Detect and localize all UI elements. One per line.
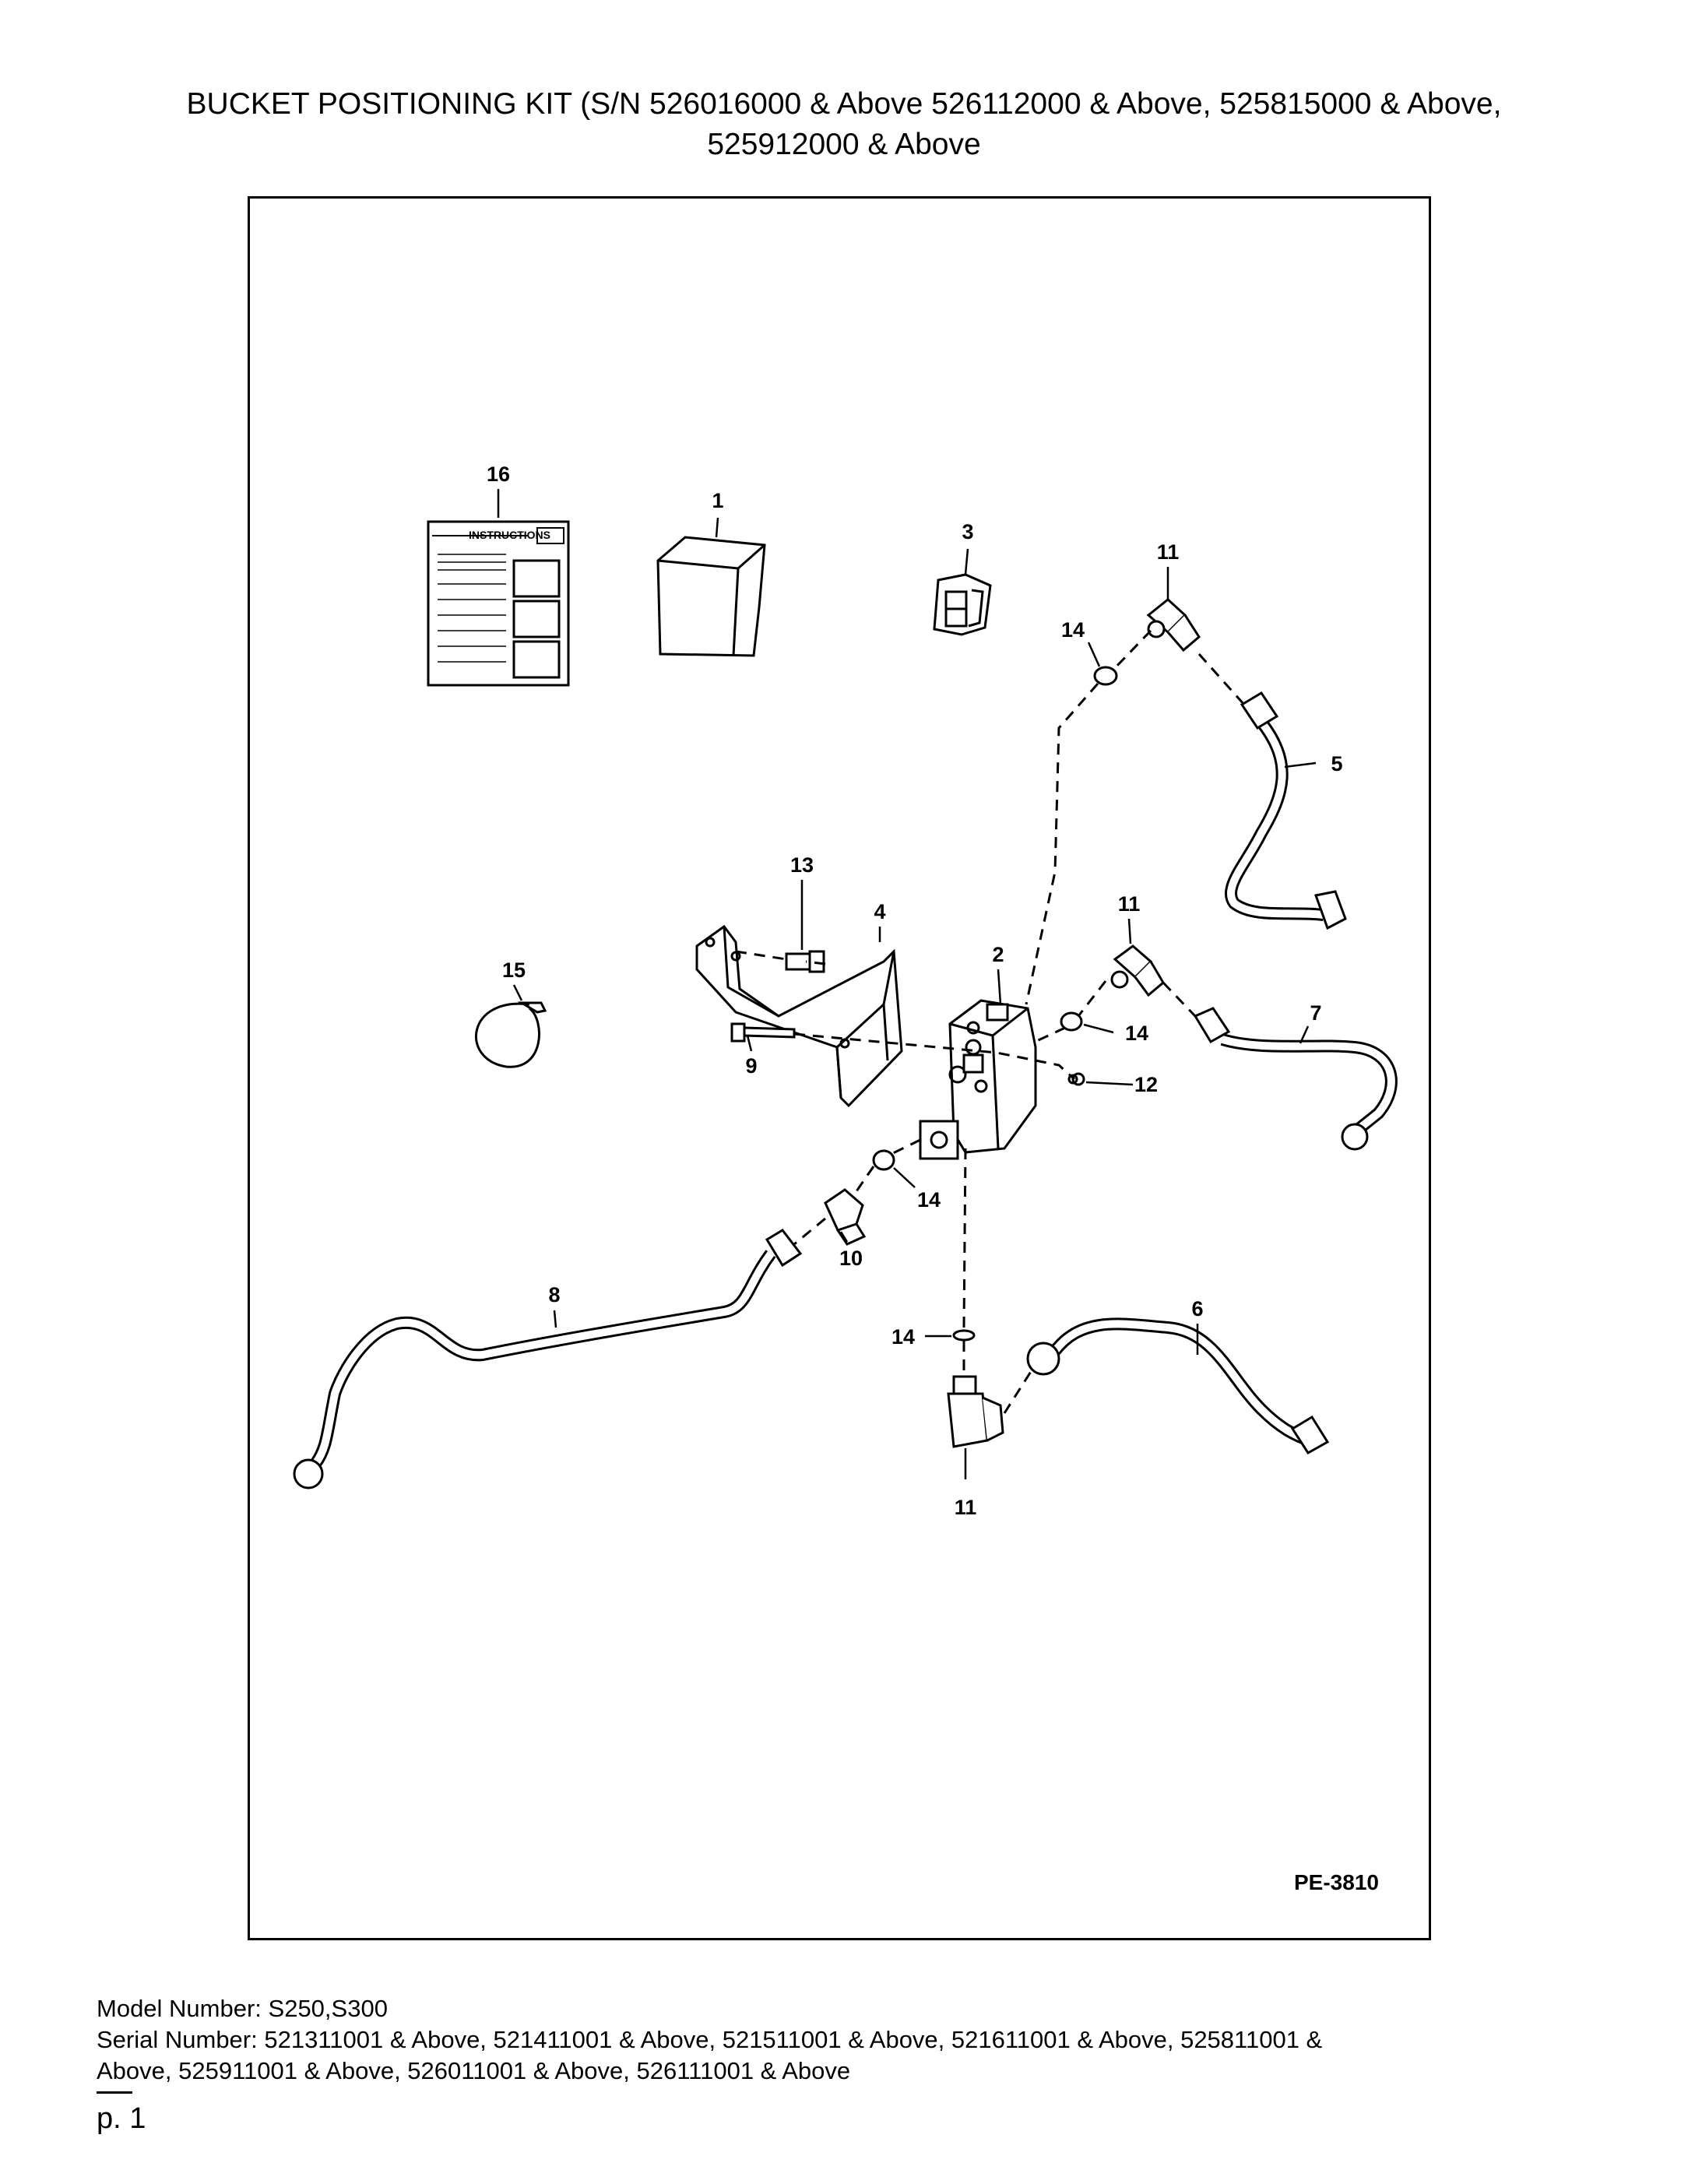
o-ring-lower [872, 1149, 895, 1171]
control-box [656, 536, 766, 657]
tube-8 [293, 1229, 803, 1489]
callout-10: 10 [839, 1247, 863, 1270]
o-ring-top [1093, 666, 1118, 686]
callout-16: 16 [487, 462, 510, 486]
o-ring-bottom [952, 1329, 976, 1342]
callout-6: 6 [1191, 1297, 1203, 1321]
valve-block [919, 999, 1037, 1160]
callout-12: 12 [1134, 1073, 1158, 1096]
footer-info: Model Number: S250,S300 Serial Number: 5… [97, 1993, 1623, 2087]
elbow-fitting-bottom [947, 1375, 1004, 1448]
callout-13: 13 [790, 853, 814, 877]
bolt-13 [785, 950, 825, 973]
title-line-2: 525912000 & Above [707, 128, 981, 161]
callout-14-lower: 14 [917, 1188, 941, 1212]
callout-3: 3 [962, 520, 973, 543]
adapter-fitting [824, 1188, 867, 1246]
title-line-1: BUCKET POSITIONING KIT (S/N 526016000 & … [186, 87, 1502, 121]
callout-14-bottom: 14 [891, 1325, 915, 1349]
tube-7 [1193, 1007, 1398, 1151]
rocker-switch [933, 573, 992, 636]
leader-lines [497, 489, 1317, 1479]
elbow-fitting-top [1146, 598, 1201, 652]
callout-11-top: 11 [1157, 540, 1180, 564]
callout-4: 4 [874, 900, 885, 923]
serial-number-line-1: Serial Number: 521311001 & Above, 521411… [97, 2026, 1323, 2053]
page-title: BUCKET POSITIONING KIT (S/N 526016000 & … [0, 84, 1688, 165]
instructions-booklet [427, 520, 570, 687]
serial-number-line-2: Above, 525911001 & Above, 526011001 & Ab… [97, 2057, 851, 2084]
hose-clamp [475, 1001, 547, 1068]
tube-6 [1026, 1317, 1330, 1454]
mounting-bracket [695, 924, 903, 1108]
callout-9: 9 [745, 1054, 757, 1078]
callout-2: 2 [992, 943, 1004, 966]
bolt-9 [730, 1022, 796, 1043]
diagram-frame [248, 196, 1431, 1940]
model-number: Model Number: S250,S300 [97, 1995, 388, 2022]
callout-11-bottom: 11 [955, 1496, 977, 1519]
drawing-code: PE-3810 [1294, 1870, 1379, 1894]
page-rule [97, 2091, 132, 2094]
callout-8: 8 [548, 1283, 560, 1307]
callout-7: 7 [1310, 1001, 1321, 1025]
tube-5 [1224, 691, 1347, 930]
instructions-label: INSTRUCTIONS [469, 529, 550, 541]
elbow-fitting-mid [1110, 944, 1165, 997]
callout-15: 15 [502, 958, 526, 982]
callout-11-mid: 11 [1118, 892, 1141, 916]
page-number: p. 1 [97, 2102, 146, 2135]
callout-14-mid: 14 [1125, 1022, 1148, 1045]
callout-5: 5 [1331, 752, 1342, 775]
o-ring-mid [1060, 1011, 1083, 1032]
assembly-lines [735, 629, 1246, 1414]
callout-1: 1 [712, 489, 723, 512]
callout-14-top: 14 [1061, 618, 1085, 642]
